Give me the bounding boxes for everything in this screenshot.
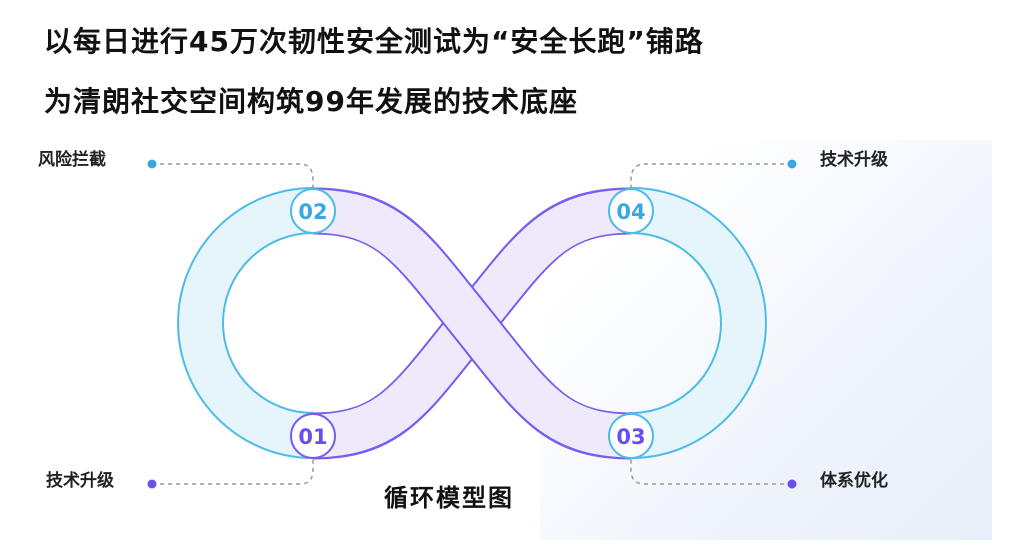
- diagram-caption: 循环模型图: [384, 484, 514, 512]
- label-step-03: 体系优化: [820, 471, 888, 491]
- headline-line-2: 为清朗社交空间构筑99年发展的技术底座: [44, 85, 578, 118]
- dot-02: [147, 159, 157, 169]
- badge-number: 01: [298, 425, 327, 449]
- badge-number: 03: [616, 425, 645, 449]
- label-step-04: 技术升级: [820, 150, 888, 170]
- badge-number: 04: [616, 200, 645, 224]
- dot-01: [147, 479, 157, 489]
- headline-line-1: 以每日进行45万次韧性安全测试为“安全长跑”铺路: [44, 25, 704, 58]
- label-step-01: 技术升级: [46, 471, 114, 491]
- left-loop-band: [177, 186, 314, 460]
- badge-04: 04: [608, 188, 654, 234]
- right-loop-band: [630, 186, 767, 460]
- label-step-02: 风险拦截: [38, 150, 106, 170]
- badge-03: 03: [608, 413, 654, 459]
- connector-lines: [152, 163, 792, 485]
- badge-01: 01: [290, 413, 336, 459]
- dot-03: [787, 479, 797, 489]
- badge-number: 02: [298, 200, 327, 224]
- badge-02: 02: [290, 188, 336, 234]
- dot-04: [787, 159, 797, 169]
